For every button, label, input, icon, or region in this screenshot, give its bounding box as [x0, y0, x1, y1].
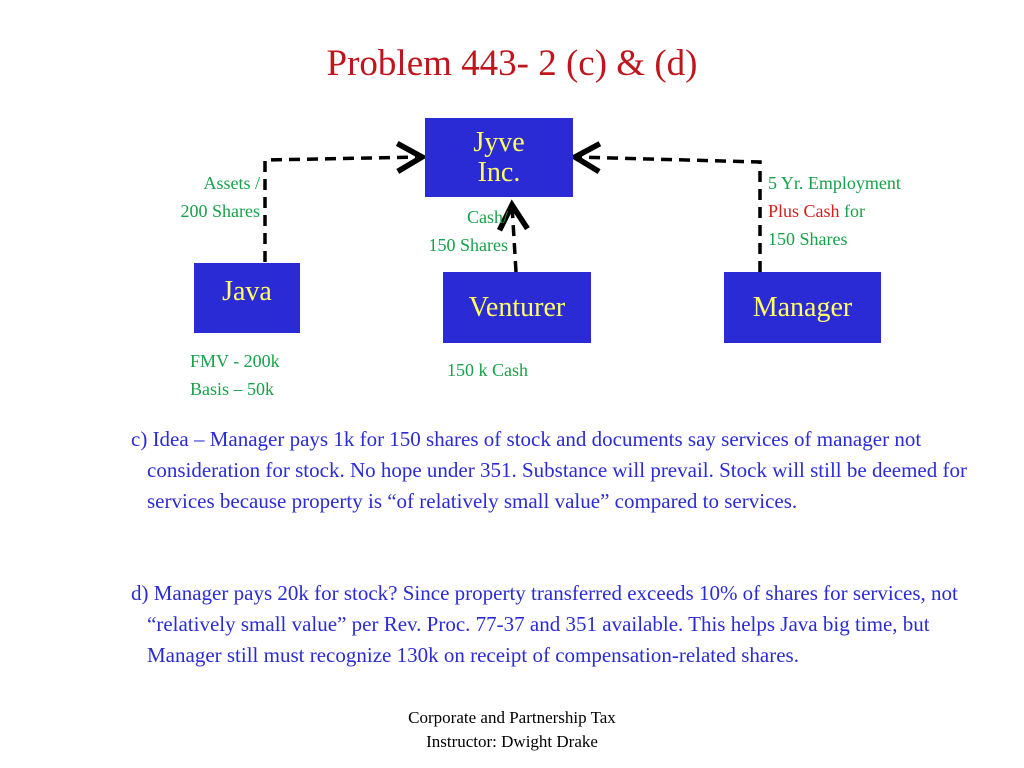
jyve-label-line2: Inc.	[477, 156, 521, 188]
jyve-inc-box: Jyve Inc.	[425, 118, 573, 197]
slide-title: Problem 443- 2 (c) & (d)	[326, 43, 698, 84]
java-transfer-line2: 200 Shares	[180, 201, 261, 221]
manager-transfer-line2: Plus Cash for	[768, 197, 968, 225]
java-fmv: FMV - 200k	[190, 351, 280, 371]
plus-cash-text: Plus Cash	[768, 201, 840, 221]
java-basis: Basis – 50k	[190, 379, 275, 399]
venturer-transfer-line1: Cash/	[466, 207, 508, 227]
paragraph-c: c) Idea – Manager pays 1k for 150 shares…	[131, 427, 967, 513]
manager-box: Manager	[724, 272, 881, 343]
java-label: Java	[222, 276, 272, 307]
manager-transfer-line3: 150 Shares	[768, 229, 848, 249]
paragraph-d: d) Manager pays 20k for stock? Since pro…	[131, 581, 958, 667]
venturer-transfer-label: Cash/ 150 Shares	[400, 203, 509, 259]
venturer-transfer-line2: 150 Shares	[428, 235, 509, 255]
venturer-label: Venturer	[468, 291, 566, 323]
for-text: for	[839, 201, 866, 221]
java-value-note: FMV - 200k Basis – 50k	[190, 347, 350, 403]
footer-course: Corporate and Partnership Tax	[408, 708, 616, 727]
slide-footer: Corporate and Partnership Tax Instructor…	[362, 706, 662, 754]
footer-instructor: Instructor: Dwight Drake	[426, 732, 598, 751]
venturer-box: Venturer	[443, 272, 591, 343]
venturer-to-jyve-arrow	[496, 199, 530, 273]
jyve-label-line1: Jyve	[473, 126, 525, 158]
venturer-cash-note: 150 k Cash	[447, 360, 528, 380]
manager-label: Manager	[752, 291, 853, 323]
java-transfer-label: Assets / 200 Shares	[150, 169, 261, 225]
manager-transfer-line1: 5 Yr. Employment	[768, 173, 901, 193]
manager-transfer-label: 5 Yr. Employment Plus Cash for 150 Share…	[768, 169, 968, 253]
manager-to-jyve-arrow	[569, 141, 762, 272]
java-box: Java	[194, 263, 300, 333]
java-to-jyve-arrow	[263, 141, 428, 262]
java-transfer-line1: Assets /	[203, 173, 260, 193]
